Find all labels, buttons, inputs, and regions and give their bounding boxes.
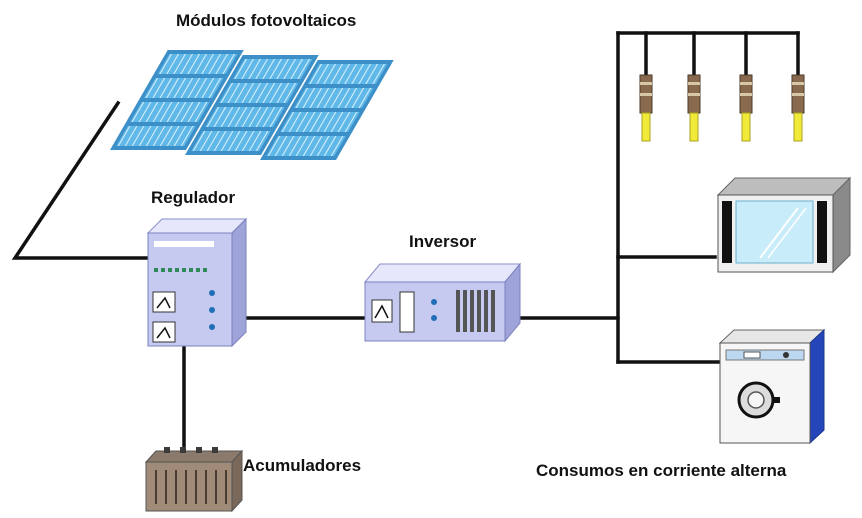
light-bulb-2: [687, 74, 701, 142]
label-batteries: Acumuladores: [243, 456, 362, 475]
label-inverter: Inversor: [409, 232, 477, 251]
tv-icon: [716, 176, 852, 274]
light-bulb-3: [739, 74, 753, 142]
label-regulator: Regulador: [151, 188, 236, 207]
solar-panel-1: [110, 50, 244, 150]
washing-machine-icon: [718, 328, 826, 445]
inverter-vent: [456, 290, 495, 332]
solar-panel-2: [185, 55, 319, 155]
status-leds: [154, 268, 207, 272]
inverter-icon: [363, 262, 522, 343]
light-bulb-icon: [639, 74, 805, 142]
solar-panel-3: [260, 60, 394, 160]
wire-panels-to-regulator: [11, 100, 150, 260]
label-ac-consumers: Consumos en corriente alterna: [536, 461, 787, 480]
regulator-icon: [146, 217, 248, 348]
solar-panel-icon: [110, 50, 394, 160]
light-bulb-4: [791, 74, 805, 142]
light-bulb-1: [639, 74, 653, 142]
battery-icon: [144, 447, 244, 513]
label-photovoltaic-modules: Módulos fotovoltaicos: [176, 11, 357, 30]
wiring: [11, 31, 800, 462]
